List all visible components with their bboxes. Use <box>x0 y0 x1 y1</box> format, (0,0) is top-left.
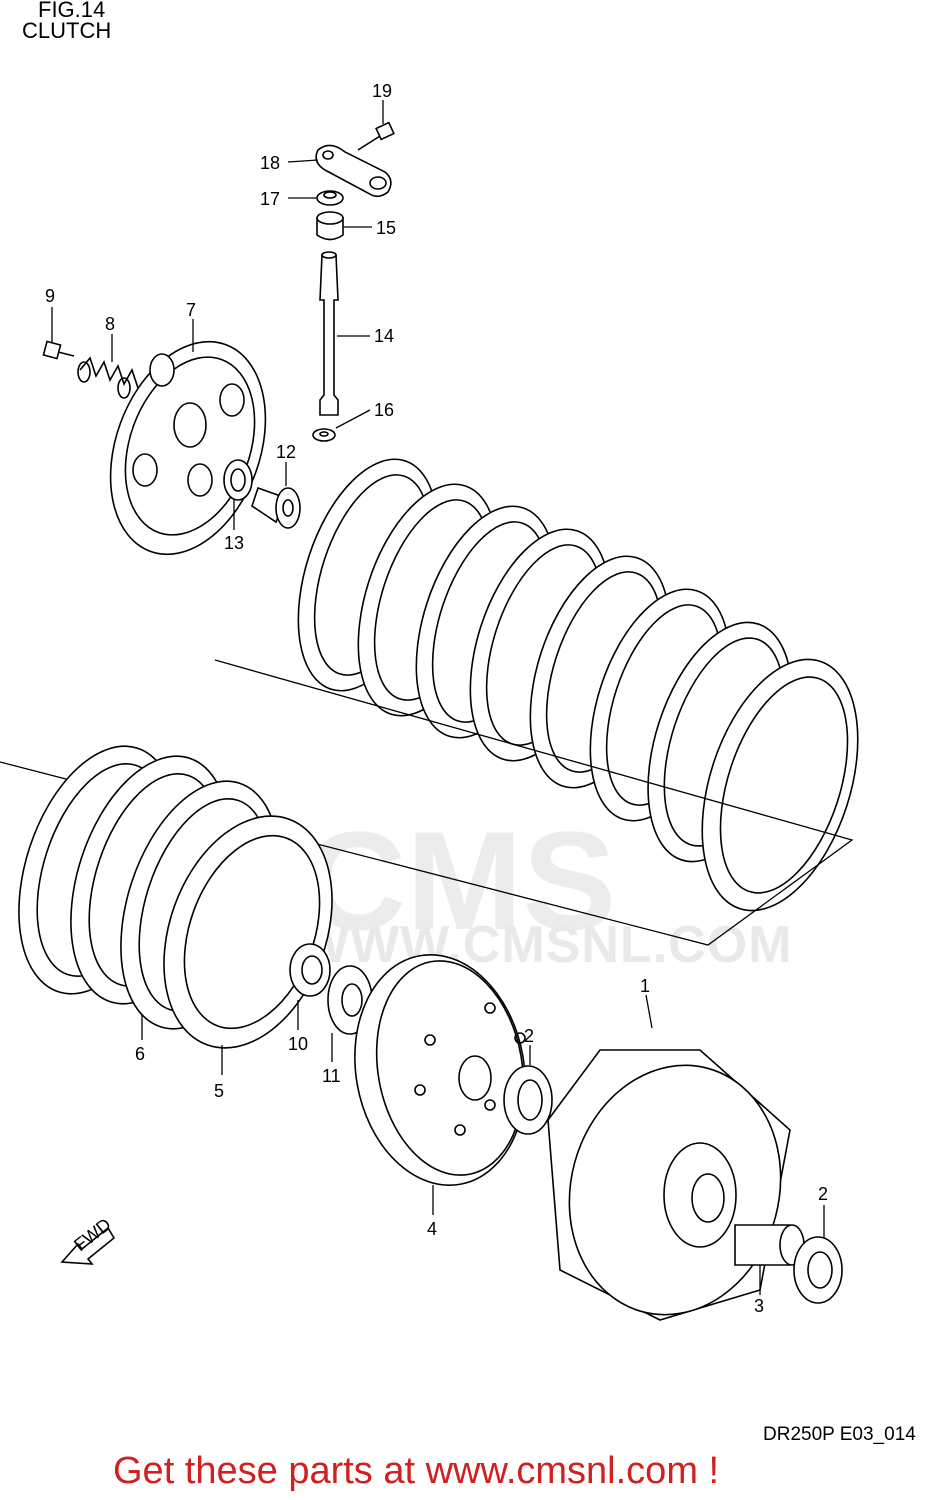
figure-title: FIG.14 <box>38 0 106 22</box>
parts-link-banner[interactable]: Get these parts at www.cmsnl.com ! <box>113 1450 720 1492</box>
label-7: 7 <box>186 300 196 320</box>
label-2b: 2 <box>818 1184 828 1204</box>
plate-stack-upper <box>297 458 859 912</box>
release-shaft[interactable] <box>319 251 339 416</box>
pressure-bolt[interactable] <box>42 340 75 360</box>
label-4: 4 <box>427 1219 437 1239</box>
release-bearing[interactable] <box>223 459 253 501</box>
label-3: 3 <box>754 1296 764 1316</box>
label-11: 11 <box>322 1066 341 1086</box>
label-19: 19 <box>372 81 392 101</box>
label-13: 13 <box>224 533 244 553</box>
spacer-3[interactable] <box>734 1224 805 1266</box>
watermark-url: WWW.CMSNL.COM <box>300 916 793 974</box>
fwd-arrow-icon: FWD <box>60 1214 116 1265</box>
thrust-washer-2b[interactable] <box>793 1236 843 1304</box>
release-arm-bolt[interactable] <box>357 121 395 151</box>
figure-subtitle: CLUTCH <box>22 18 112 43</box>
release-washer-17[interactable] <box>316 190 344 206</box>
label-12: 12 <box>276 442 296 462</box>
label-17: 17 <box>260 189 280 209</box>
primary-driven-gear-1[interactable] <box>542 1041 808 1338</box>
thrust-washer-2a[interactable] <box>503 1065 553 1135</box>
label-5: 5 <box>214 1081 224 1101</box>
label-14: 14 <box>374 326 394 346</box>
clutch-nut-10[interactable] <box>289 943 331 997</box>
release-arm[interactable] <box>315 144 392 198</box>
label-18: 18 <box>260 153 280 173</box>
diagram-code: DR250P E03_014 <box>763 1424 916 1445</box>
label-6: 6 <box>135 1044 145 1064</box>
label-2a: 2 <box>524 1026 534 1046</box>
release-washer-16[interactable] <box>312 428 336 442</box>
label-10: 10 <box>288 1034 308 1054</box>
label-15: 15 <box>376 218 396 238</box>
release-rack[interactable] <box>251 486 301 529</box>
label-8: 8 <box>105 314 115 334</box>
label-1: 1 <box>640 976 650 996</box>
pressure-plate[interactable] <box>83 320 294 576</box>
clutch-sleeve-hub-4[interactable] <box>337 941 543 1199</box>
clutch-spring[interactable] <box>77 356 139 399</box>
label-16: 16 <box>374 400 394 420</box>
release-seal-15[interactable] <box>316 211 344 241</box>
label-9: 9 <box>45 286 55 306</box>
